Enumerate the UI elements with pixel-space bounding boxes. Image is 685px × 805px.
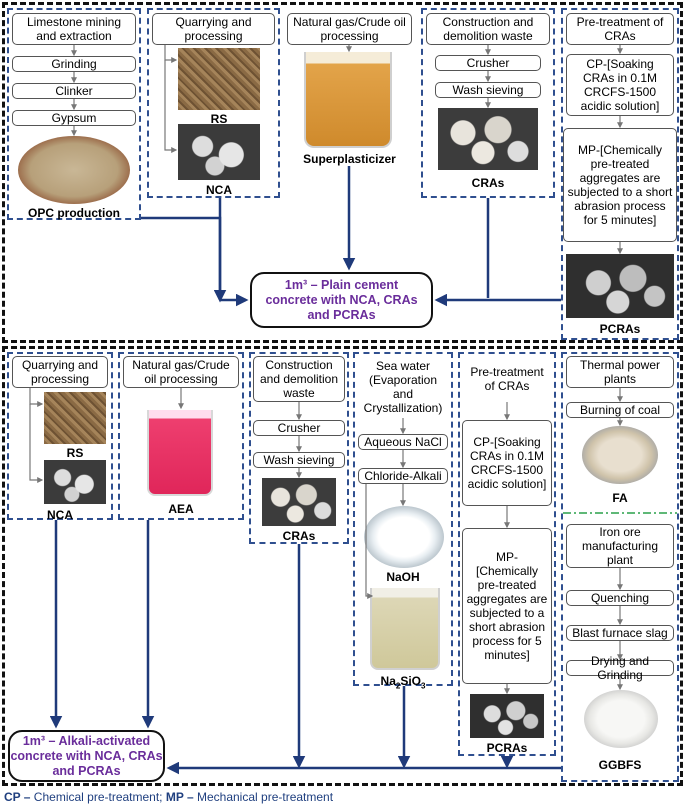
quarrying-step-bottom: Quarrying and processing bbox=[12, 356, 108, 388]
cras-step-1-bottom: Construction and demolition waste bbox=[253, 356, 345, 402]
pcras-step-3-bottom: MP-[Chemically pre-treated aggregates ar… bbox=[462, 528, 552, 684]
cras-step-1-top: Construction and demolition waste bbox=[426, 13, 550, 45]
plain-target-line-3: and PCRAs bbox=[307, 307, 376, 322]
cras-step-3-bottom: Wash sieving bbox=[253, 452, 345, 468]
plain-concrete-target: 1m³ – Plain cement concrete with NCA, CR… bbox=[250, 272, 433, 328]
ggbfs-step-3: Blast furnace slag bbox=[566, 625, 674, 641]
superplasticizer-label: Superplasticizer bbox=[303, 152, 396, 166]
alkali-step-3: Chloride-Alkali bbox=[358, 468, 448, 484]
nca-stones-photo-top bbox=[178, 124, 260, 180]
aggregates-column-top bbox=[147, 8, 280, 198]
na-subscript: 2 bbox=[395, 681, 401, 691]
pcras-step-1-bottom: Pre-treatment of CRAs bbox=[462, 356, 552, 402]
ggbfs-step-1: Iron ore manufacturing plant bbox=[566, 524, 674, 568]
aea-label: AEA bbox=[168, 502, 194, 516]
rs-sand-photo-top bbox=[178, 48, 260, 110]
fa-step-1: Thermal power plants bbox=[566, 356, 674, 388]
pcras-label-top: PCRAs bbox=[599, 322, 641, 336]
pcras-photo-top bbox=[566, 254, 674, 318]
quarrying-step-top: Quarrying and processing bbox=[152, 13, 275, 45]
rs-sand-photo-bottom bbox=[44, 392, 106, 444]
fa-photo bbox=[582, 426, 658, 484]
plain-target-line-2: concrete with NCA, CRAs bbox=[265, 292, 418, 307]
pcras-column-top bbox=[561, 8, 679, 340]
rs-label-bottom: RS bbox=[66, 446, 84, 460]
opc-label: OPC production bbox=[28, 206, 120, 220]
nca-stones-photo-bottom bbox=[44, 460, 106, 504]
quarry-arrow-nca-top bbox=[164, 60, 178, 153]
alkali-activated-concrete-target: 1m³ – Alkali-activated concrete with NCA… bbox=[8, 730, 165, 782]
footnote-mp: MP – bbox=[165, 790, 194, 804]
sio-subscript: 3 bbox=[421, 681, 426, 691]
quarry-arrow-nca-bottom bbox=[29, 404, 44, 483]
nca-label-bottom: NCA bbox=[47, 508, 73, 522]
aea-beaker-photo bbox=[147, 410, 213, 496]
ggbfs-step-2: Quenching bbox=[566, 590, 674, 606]
alkali-arrow-silicate bbox=[365, 484, 374, 599]
opc-step-1: Limestone mining and extraction bbox=[12, 13, 136, 45]
pcras-step-2-bottom: CP-[Soaking CRAs in 0.1M CRCFS-1500 acid… bbox=[462, 420, 552, 506]
naoh-label: NaOH bbox=[386, 570, 420, 584]
plain-target-line-1: 1m³ – Plain cement bbox=[284, 277, 399, 292]
pcras-label-bottom: PCRAs bbox=[486, 741, 528, 755]
opc-step-2: Grinding bbox=[12, 56, 136, 72]
binder-column bbox=[561, 352, 679, 782]
cras-label-top: CRAs bbox=[471, 176, 505, 190]
opc-column bbox=[7, 8, 141, 220]
bottom-section-frame bbox=[2, 346, 683, 786]
superplasticizer-beaker-photo bbox=[304, 52, 392, 148]
cras-step-2-top: Crusher bbox=[435, 55, 541, 71]
cras-step-2-bottom: Crusher bbox=[253, 420, 345, 436]
flow-opc-to-plain bbox=[141, 216, 227, 303]
sp-step: Natural gas/Crude oil processing bbox=[287, 13, 412, 45]
quarry-arrow-rs-bottom bbox=[29, 388, 44, 407]
alkali-step-2: Aqueous NaCl bbox=[358, 434, 448, 450]
cras-step-3-top: Wash sieving bbox=[435, 82, 541, 98]
rs-label-top: RS bbox=[210, 112, 228, 126]
cras-photo-bottom bbox=[262, 478, 336, 526]
pcras-step-2-top: CP-[Soaking CRAs in 0.1M CRCFS-1500 acid… bbox=[566, 54, 674, 116]
sio-text: SiO bbox=[400, 674, 421, 688]
fa-label: FA bbox=[612, 491, 628, 505]
cras-photo-top bbox=[438, 108, 538, 170]
footnote-mp-text: Mechanical pre-treatment bbox=[193, 790, 334, 804]
alkali-column bbox=[353, 352, 453, 686]
aggregates-column-bottom bbox=[7, 352, 113, 520]
na-text: Na bbox=[380, 674, 396, 688]
pcras-photo-bottom bbox=[470, 694, 544, 738]
naoh-photo bbox=[364, 506, 444, 568]
cras-column-bottom bbox=[249, 352, 349, 544]
opc-step-3: Clinker bbox=[12, 83, 136, 99]
top-section-frame bbox=[2, 2, 683, 343]
pcras-step-3-top: MP-[Chemically pre-treated aggregates ar… bbox=[563, 128, 677, 242]
alkali-target-line-3: and PCRAs bbox=[52, 763, 121, 778]
aea-column bbox=[118, 352, 244, 520]
footnote-cp-text: Chemical pre-treatment; bbox=[30, 790, 166, 804]
footnote-cp: CP – bbox=[4, 790, 31, 804]
cras-label-bottom: CRAs bbox=[282, 529, 316, 543]
pcras-step-1-top: Pre-treatment of CRAs bbox=[566, 13, 674, 45]
nca-label-top: NCA bbox=[206, 183, 232, 197]
aea-step: Natural gas/Crude oil processing bbox=[123, 356, 239, 388]
fa-step-2: Burning of coal bbox=[566, 402, 674, 418]
cras-column-top bbox=[421, 8, 555, 198]
alkali-step-1: Sea water (Evaporation and Crystallizati… bbox=[358, 356, 448, 418]
alkali-target-line-2: concrete with NCA, CRAs bbox=[10, 748, 163, 763]
quarry-arrow-rs-top bbox=[164, 45, 178, 63]
alkali-target-line-1: 1m³ – Alkali-activated bbox=[22, 733, 151, 748]
opc-step-4: Gypsum bbox=[12, 110, 136, 126]
ggbfs-label: GGBFS bbox=[598, 758, 642, 772]
opc-cement-photo bbox=[18, 136, 130, 204]
sodium-silicate-beaker-photo bbox=[370, 588, 440, 670]
footnote: CP – Chemical pre-treatment; MP – Mechan… bbox=[4, 790, 333, 804]
ggbfs-photo bbox=[584, 690, 658, 748]
sodium-silicate-label: Na2SiO3 bbox=[353, 674, 453, 690]
pcras-column-bottom bbox=[458, 352, 556, 756]
